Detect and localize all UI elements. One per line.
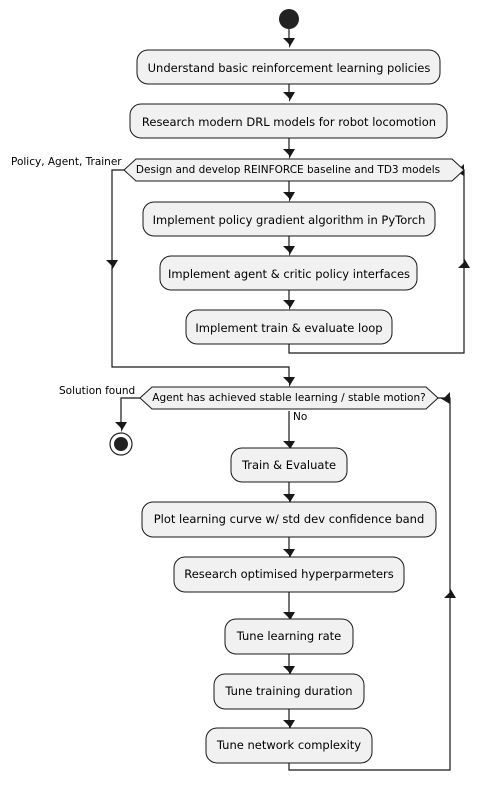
activity-policy-gradient: Implement policy gradient algorithm in P… [142,201,436,237]
activity-plot-learning-curve: Plot learning curve w/ std dev confidenc… [141,501,437,538]
svg-text:Tune network complexity: Tune network complexity [216,738,361,752]
svg-text:Tune training duration: Tune training duration [224,684,352,698]
activity-agent-critic: Implement agent & critic policy interfac… [159,255,418,291]
arrowhead-down [283,192,295,202]
svg-text:Agent has achieved stable lear: Agent has achieved stable learning / sta… [152,392,425,404]
arrowhead-down [283,92,295,102]
arrowhead-down [283,612,295,622]
arrowhead-down [283,441,295,451]
end-node [109,432,133,456]
activity-train-evaluate: Train & Evaluate [230,447,348,483]
svg-text:Train & Evaluate: Train & Evaluate [241,458,336,472]
svg-text:Design and develop REINFORCE b: Design and develop REINFORCE baseline an… [136,164,440,176]
svg-text:Understand basic reinforcement: Understand basic reinforcement learning … [148,61,431,75]
activity-tune-network-complexity: Tune network complexity [205,727,373,764]
activity-research-drl: Research modern DRL models for robot loc… [129,103,448,139]
loop2-exit-label: Solution found [59,385,135,397]
arrowhead-down [283,549,295,559]
activity-train-evaluate-loop: Implement train & evaluate loop [185,309,393,345]
arrowhead-left [440,392,450,404]
loop1-exit-label: Policy, Agent, Trainer [11,156,122,168]
loop1-condition: Design and develop REINFORCE baseline an… [123,158,465,182]
arrowhead-down [283,666,295,676]
edge-loop2-exit [120,397,140,428]
arrowhead-down [115,422,127,432]
arrowhead-down [283,720,295,730]
arrowhead-down [106,260,118,270]
svg-text:Implement agent & critic polic: Implement agent & critic policy interfac… [168,267,410,281]
activity-tune-training-duration: Tune training duration [213,673,365,710]
svg-text:Tune learning rate: Tune learning rate [236,629,342,643]
loop2-condition: Agent has achieved stable learning / sta… [139,386,439,410]
svg-text:Implement policy gradient algo: Implement policy gradient algorithm in P… [153,213,426,227]
edge-loop1-exit [111,169,290,383]
arrowhead-down [283,38,295,48]
activity-tune-learning-rate: Tune learning rate [224,618,354,655]
activity-understand-rl: Understand basic reinforcement learning … [136,49,441,85]
loop2-continue-label: No [293,411,307,423]
arrowhead-down [283,494,295,504]
arrowheads [106,38,470,730]
arrowhead-down [283,246,295,256]
svg-text:Implement train & evaluate loo: Implement train & evaluate loop [195,321,382,335]
svg-text:Research optimised hyperparmet: Research optimised hyperparmeters [184,567,394,581]
start-node [279,9,299,29]
svg-text:Research modern DRL models for: Research modern DRL models for robot loc… [142,115,436,129]
arrowhead-up [458,258,470,268]
arrowhead-down [283,377,295,387]
arrowhead-up [444,588,456,598]
arrowhead-down [283,300,295,310]
arrowhead-down [283,149,295,159]
svg-text:Plot learning curve w/ std dev: Plot learning curve w/ std dev confidenc… [154,512,425,526]
activity-research-hyperparameters: Research optimised hyperparmeters [173,556,405,593]
